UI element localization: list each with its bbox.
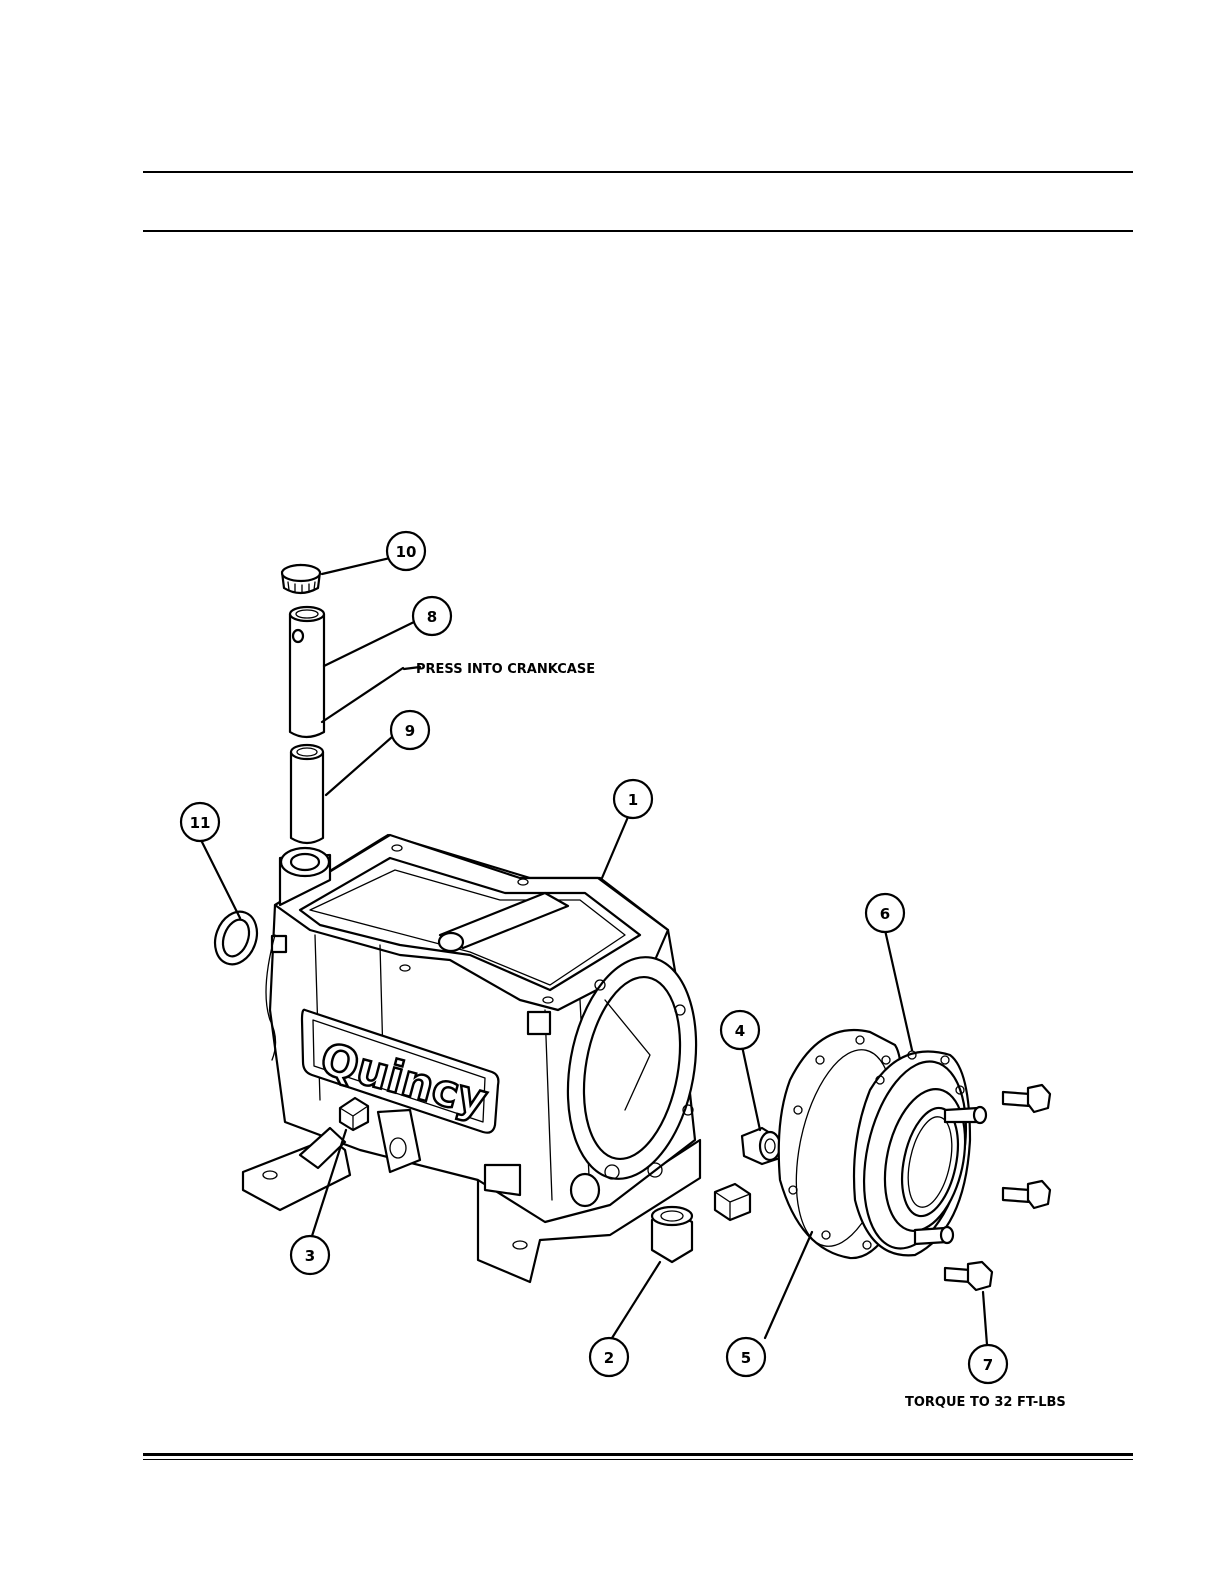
svg-text:5: 5: [741, 1349, 751, 1367]
bolt-a: [1003, 1085, 1050, 1112]
svg-text:9: 9: [405, 722, 415, 740]
part-11-seal: [208, 906, 264, 970]
svg-text:11: 11: [190, 814, 211, 832]
note-torque: TORQUE TO 32 FT-LBS: [905, 1395, 1066, 1410]
callout-5: 5: [727, 1338, 765, 1376]
callout-6: 6: [866, 894, 904, 932]
callout-10: 10: [387, 532, 425, 570]
svg-text:6: 6: [880, 905, 890, 923]
callout-8: 8: [413, 597, 451, 635]
small-square-plug: [715, 1184, 750, 1220]
svg-text:1: 1: [628, 791, 638, 809]
note-press-into-crankcase: PRESS INTO CRANKCASE: [416, 662, 595, 677]
part-8-pin: [290, 607, 324, 737]
svg-text:10: 10: [396, 543, 417, 561]
part-10-cap: [282, 565, 320, 593]
part-2-bushing: [652, 1207, 692, 1262]
svg-text:3: 3: [305, 1247, 315, 1265]
svg-text:8: 8: [427, 608, 437, 626]
callout-2: 2: [590, 1338, 628, 1376]
callout-1: 1: [614, 780, 652, 818]
part-9-bushing: [291, 745, 323, 843]
bolt-c: [945, 1262, 992, 1290]
svg-text:7: 7: [983, 1356, 993, 1374]
callout-4: 4: [721, 1011, 759, 1049]
callout-9: 9: [391, 711, 429, 749]
part-4-nut: [742, 1128, 780, 1164]
crankcase: Quincy: [243, 835, 713, 1282]
callout-7: 7: [969, 1345, 1007, 1383]
bolt-b: [1003, 1181, 1050, 1208]
callout-11: 11: [181, 803, 219, 841]
callout-3: 3: [291, 1236, 329, 1274]
svg-text:4: 4: [735, 1022, 745, 1040]
svg-text:2: 2: [604, 1349, 614, 1367]
